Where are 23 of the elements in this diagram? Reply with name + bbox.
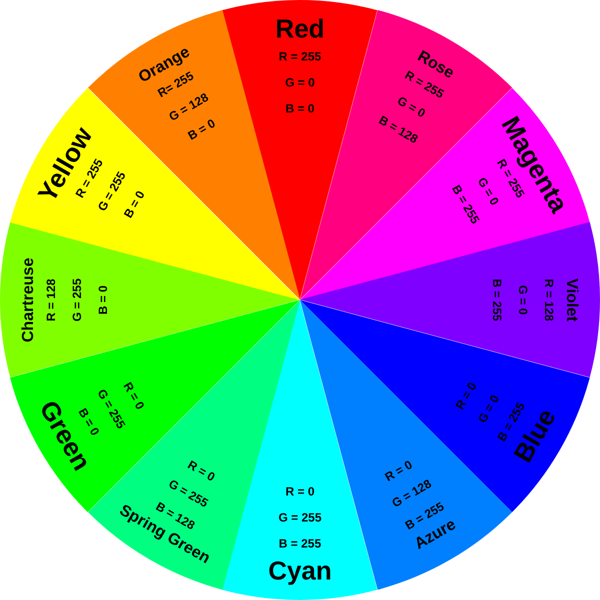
rgb-value: G = 0	[475, 174, 502, 208]
rgb-value: B = 255	[278, 536, 322, 551]
rgb-value: R = 255	[278, 49, 322, 64]
color-name: Red	[275, 14, 325, 44]
rgb-value: R = 128	[542, 278, 556, 322]
rgb-value: B = 0	[96, 285, 110, 314]
rgb-value: G = 255	[70, 278, 84, 322]
rgb-value: R = 0	[382, 457, 415, 484]
rgb-value: B = 0	[185, 116, 218, 143]
rgb-value: R = 0	[120, 380, 148, 412]
rgb-value: R = 128	[44, 278, 58, 322]
rgb-value: B = 255	[490, 278, 504, 322]
color-name: Cyan	[268, 556, 332, 586]
rgb-value: G = 255	[278, 510, 322, 525]
rgb-value: G = 0	[285, 75, 315, 90]
color-name: Violet	[562, 278, 580, 322]
rgb-value: R = 0	[185, 457, 218, 484]
rgb-value: G = 0	[516, 285, 530, 315]
rgb-value: G = 0	[395, 93, 428, 120]
rgb-value: R = 0	[285, 484, 314, 499]
rgb-value: B = 0	[285, 101, 314, 116]
rgb-value: B = 0	[120, 188, 148, 220]
color-name: Chartreuse	[20, 258, 38, 342]
